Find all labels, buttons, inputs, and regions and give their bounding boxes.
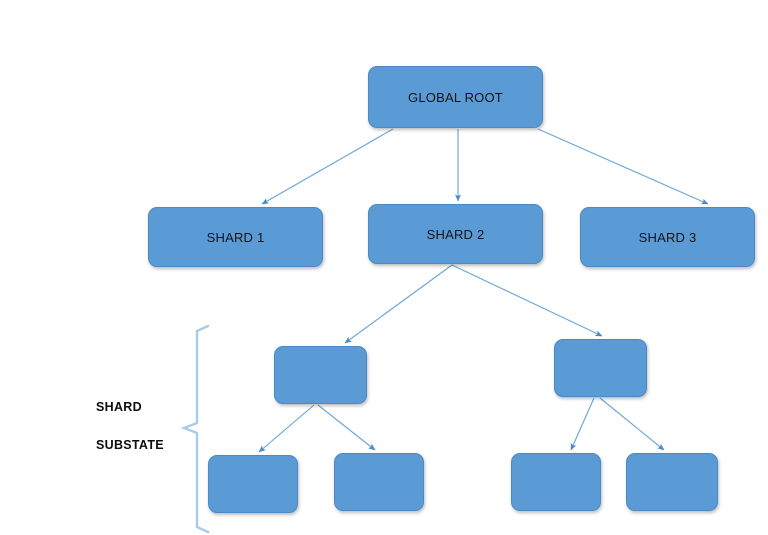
node-label-shard-3: SHARD 3 — [638, 229, 697, 245]
edge-left-parent-to-leaf-2 — [317, 404, 376, 451]
edge-shard-2-to-left-parent — [344, 264, 453, 344]
node-substate-left-parent[interactable] — [274, 346, 367, 404]
edge-right-parent-to-leaf-3 — [570, 397, 595, 451]
curly-brace-icon — [180, 324, 210, 534]
annotation-label-shard: SHARD — [96, 400, 142, 414]
node-label-shard-1: SHARD 1 — [206, 229, 265, 245]
node-shard-1[interactable]: SHARD 1 — [148, 207, 323, 267]
edge-root-to-shard-3 — [537, 128, 709, 205]
node-label-shard-2: SHARD 2 — [426, 226, 485, 242]
annotation-label-substate: SUBSTATE — [96, 438, 164, 452]
edge-right-parent-to-leaf-4 — [599, 397, 665, 451]
node-global-root[interactable]: GLOBAL ROOT — [368, 66, 543, 128]
node-substate-leaf-4[interactable] — [626, 453, 718, 511]
edge-shard-2-to-right-parent — [451, 264, 603, 337]
node-label-global-root: GLOBAL ROOT — [408, 89, 503, 105]
node-substate-right-parent[interactable] — [554, 339, 647, 397]
node-substate-leaf-1[interactable] — [208, 455, 298, 513]
node-shard-2[interactable]: SHARD 2 — [368, 204, 543, 264]
edge-root-to-shard-1 — [261, 128, 394, 205]
node-shard-3[interactable]: SHARD 3 — [580, 207, 755, 267]
node-substate-leaf-3[interactable] — [511, 453, 601, 511]
node-substate-leaf-2[interactable] — [334, 453, 424, 511]
edge-left-parent-to-leaf-1 — [258, 404, 315, 453]
